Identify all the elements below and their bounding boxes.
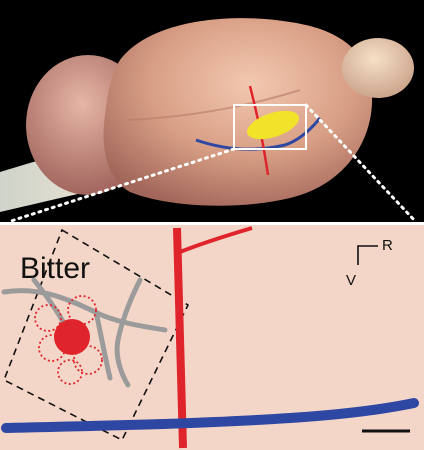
blue-vessel-photo	[195, 117, 322, 151]
bitter-region	[247, 110, 299, 140]
blue-vessel-main	[1, 398, 419, 433]
zoom-line-left	[6, 147, 236, 224]
focal-spot	[54, 319, 90, 355]
orientation-axes-lines	[357, 245, 378, 265]
brain-photo-panel	[0, 0, 424, 224]
orientation-rostral-label: R	[382, 237, 393, 254]
olfactory-bulb	[342, 38, 414, 98]
cell-outline-4	[73, 345, 103, 375]
orientation-ventral-label: V	[346, 272, 356, 289]
cerebral-hemisphere	[103, 18, 373, 206]
gray-vessels	[1, 277, 168, 388]
cell-outline-1	[34, 304, 62, 332]
cell-outline-2	[67, 295, 97, 325]
gray-vessel-3	[114, 277, 143, 388]
red-vessel-branch	[179, 226, 253, 254]
red-vessel-main	[173, 227, 187, 449]
schematic-panel: Bitter R V	[0, 225, 424, 450]
cell-outline-5	[57, 359, 83, 385]
zoom-line-right	[304, 103, 418, 224]
gray-vessel-4	[93, 309, 113, 381]
panel-title: Bitter	[20, 252, 90, 285]
orientation-axes-icon: R V	[346, 237, 393, 289]
zoom-box	[233, 104, 307, 150]
cortex-fissure	[127, 89, 301, 121]
imaging-field-outline	[2, 228, 190, 442]
